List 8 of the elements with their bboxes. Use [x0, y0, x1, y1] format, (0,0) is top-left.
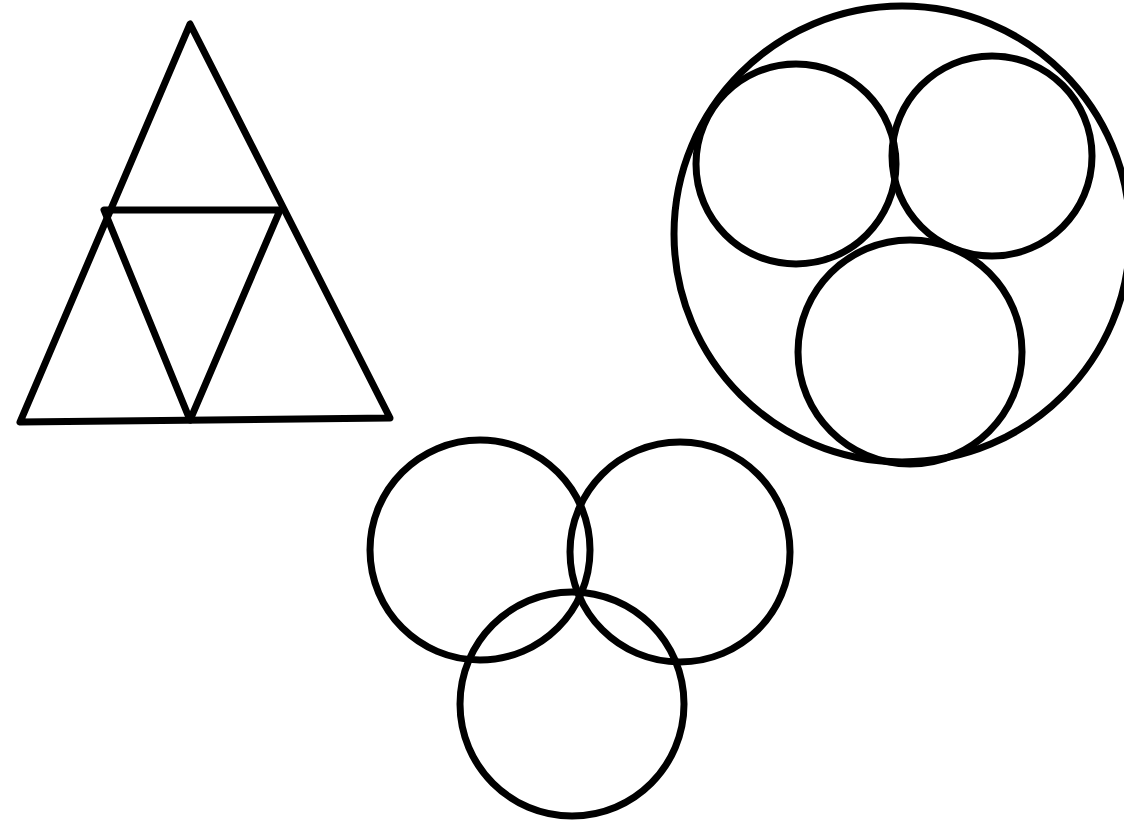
circle-shape — [692, 60, 900, 268]
circle-shape — [794, 236, 1026, 468]
triangle-shape — [100, 206, 284, 424]
triangle-shape — [16, 20, 394, 426]
circle-shape — [566, 438, 794, 666]
circle-shape — [888, 52, 1096, 260]
circle-shape — [456, 588, 688, 820]
circle-shape — [366, 436, 594, 664]
